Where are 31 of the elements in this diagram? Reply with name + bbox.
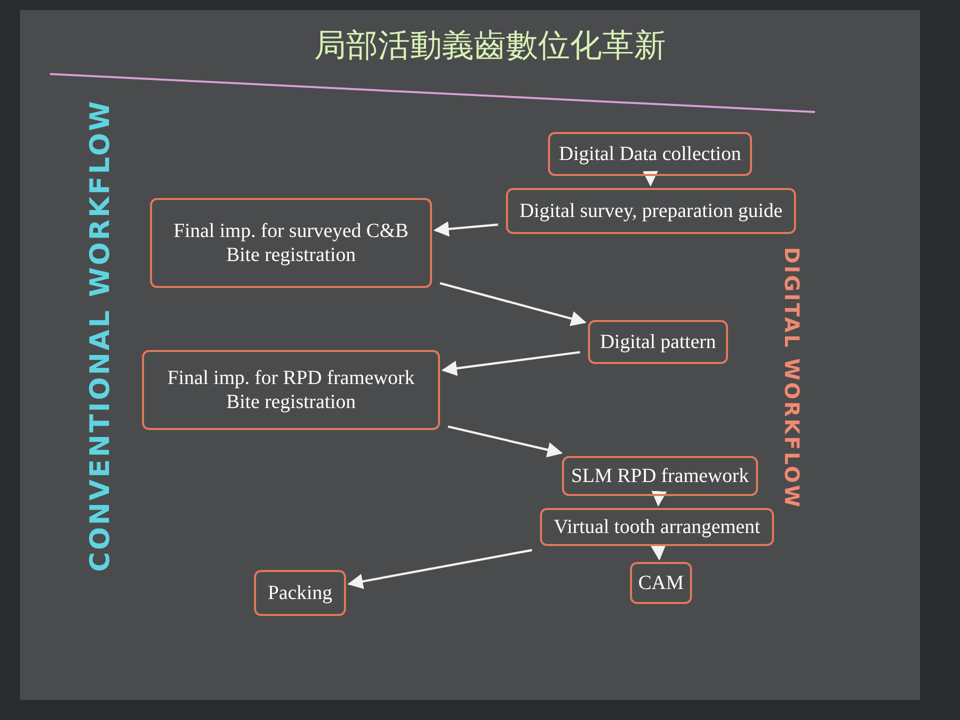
box-text: SLM RPD framework <box>571 464 749 488</box>
arrow <box>650 544 666 561</box>
box-text: Virtual tooth arrangement <box>554 515 760 539</box>
process-box <box>562 456 758 496</box>
process-box <box>588 320 728 364</box>
arrow <box>347 549 532 589</box>
arrow <box>433 221 498 237</box>
box-text: Bite registration <box>226 243 356 267</box>
arrow <box>651 490 667 507</box>
process-box <box>506 188 796 234</box>
box-text: Digital survey, preparation guide <box>519 199 783 223</box>
arrow <box>440 282 586 326</box>
side-heading: DIGITAL WORKFLOW <box>780 247 804 509</box>
process-box <box>254 570 346 616</box>
box-text: Final imp. for surveyed C&B <box>174 219 408 243</box>
process-box <box>630 562 692 604</box>
box-text: Packing <box>268 581 332 605</box>
side-heading: CONVENTIONAL WORKFLOW <box>84 98 116 572</box>
process-box <box>540 508 774 546</box>
arrow <box>448 426 563 458</box>
arrow <box>642 171 658 187</box>
slide-title: 局部活動義齒數位化革新 <box>313 25 667 66</box>
box-text: Digital Data collection <box>558 142 742 166</box>
process-box <box>142 350 440 430</box>
process-box <box>548 132 752 176</box>
box-text: Bite registration <box>226 390 356 414</box>
arrow <box>441 351 580 376</box>
box-text: CAM <box>638 571 684 595</box>
process-box <box>150 198 432 288</box>
box-text: Final imp. for RPD framework <box>167 366 415 390</box>
box-text: Digital pattern <box>600 330 716 354</box>
